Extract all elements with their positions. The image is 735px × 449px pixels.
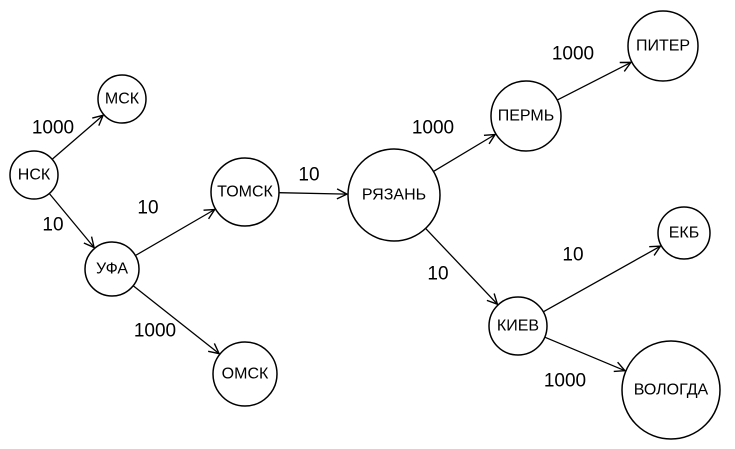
node-label: УФА — [96, 261, 128, 278]
node-vologda: ВОЛОГДА — [621, 340, 721, 440]
node-label: РЯЗАНЬ — [362, 187, 426, 204]
edge-arrow — [132, 285, 219, 354]
node-label: КИЕВ — [497, 318, 539, 335]
edge-arrow — [51, 115, 103, 160]
node-label: ОМСК — [222, 366, 269, 383]
edge-weight-ryazan-kiev: 10 — [427, 264, 448, 285]
edge-tomsk-ryazan — [278, 193, 347, 194]
edge-ryazan-perm — [433, 135, 496, 172]
node-ekb: ЕКБ — [657, 206, 711, 260]
node-label: ПЕРМЬ — [498, 108, 555, 125]
node-circle — [621, 340, 721, 440]
edge-arrow — [135, 210, 214, 257]
edge-arrow — [433, 135, 496, 172]
node-circle — [210, 157, 280, 227]
node-kiev: КИЕВ — [488, 296, 548, 356]
edge-kiev-vologda — [544, 336, 625, 371]
edge-nsk-ufa — [48, 193, 94, 248]
node-circle — [212, 341, 278, 407]
edge-arrow — [544, 336, 625, 371]
node-label: МСК — [105, 91, 140, 108]
edge-perm-piter — [556, 62, 631, 101]
node-nsk: НСК — [9, 150, 59, 200]
edge-weight-ryazan-perm: 1000 — [412, 118, 454, 139]
node-circle — [97, 74, 147, 124]
edge-ufa-tomsk — [135, 210, 214, 257]
edge-nsk-msk — [51, 115, 103, 160]
edge-kiev-ekb — [542, 246, 660, 313]
edge-arrow — [542, 246, 660, 313]
node-perm: ПЕРМЬ — [490, 80, 562, 152]
node-circle — [9, 150, 59, 200]
node-msk: МСК — [97, 74, 147, 124]
node-label: ПИТЕР — [636, 38, 690, 55]
edge-weight-nsk-ufa: 10 — [42, 215, 63, 236]
node-label: ВОЛОГДА — [634, 382, 709, 399]
node-piter: ПИТЕР — [627, 10, 699, 82]
edge-weight-perm-piter: 1000 — [552, 44, 594, 65]
node-ryazan: РЯЗАНЬ — [347, 148, 441, 242]
edge-weight-kiev-ekb: 10 — [562, 245, 583, 266]
node-circle — [627, 10, 699, 82]
node-omsk: ОМСК — [212, 341, 278, 407]
node-ufa: УФА — [84, 241, 140, 297]
node-label: ЕКБ — [669, 225, 700, 242]
node-circle — [657, 206, 711, 260]
weights-layer: 1000 10 10 1000 10 1000 1000 10 10 1000 — [32, 44, 594, 392]
edge-weight-nsk-msk: 1000 — [32, 118, 74, 139]
node-circle — [488, 296, 548, 356]
edge-weight-tomsk-ryazan: 10 — [298, 165, 319, 186]
edge-ryazan-kiev — [425, 227, 498, 304]
edges-layer — [48, 62, 660, 371]
edge-ufa-omsk — [132, 285, 219, 354]
edge-arrow — [48, 193, 94, 248]
edge-arrow — [425, 227, 498, 304]
node-tomsk: ТОМСК — [210, 157, 280, 227]
edge-weight-ufa-tomsk: 10 — [137, 198, 158, 219]
edge-weight-ufa-omsk: 1000 — [134, 321, 176, 342]
nodes-layer: НСК МСК УФА ТОМСК ОМСК РЯЗАНЬ ПЕРМЬ ПИТЕР КИЕВ ЕК… — [9, 10, 721, 440]
edge-arrow — [278, 193, 347, 194]
node-circle — [347, 148, 441, 242]
edge-arrow — [556, 62, 631, 101]
node-circle — [84, 241, 140, 297]
edge-weight-kiev-vologda: 1000 — [544, 371, 586, 392]
node-label: НСК — [18, 167, 51, 184]
node-circle — [490, 80, 562, 152]
node-label: ТОМСК — [217, 184, 273, 201]
